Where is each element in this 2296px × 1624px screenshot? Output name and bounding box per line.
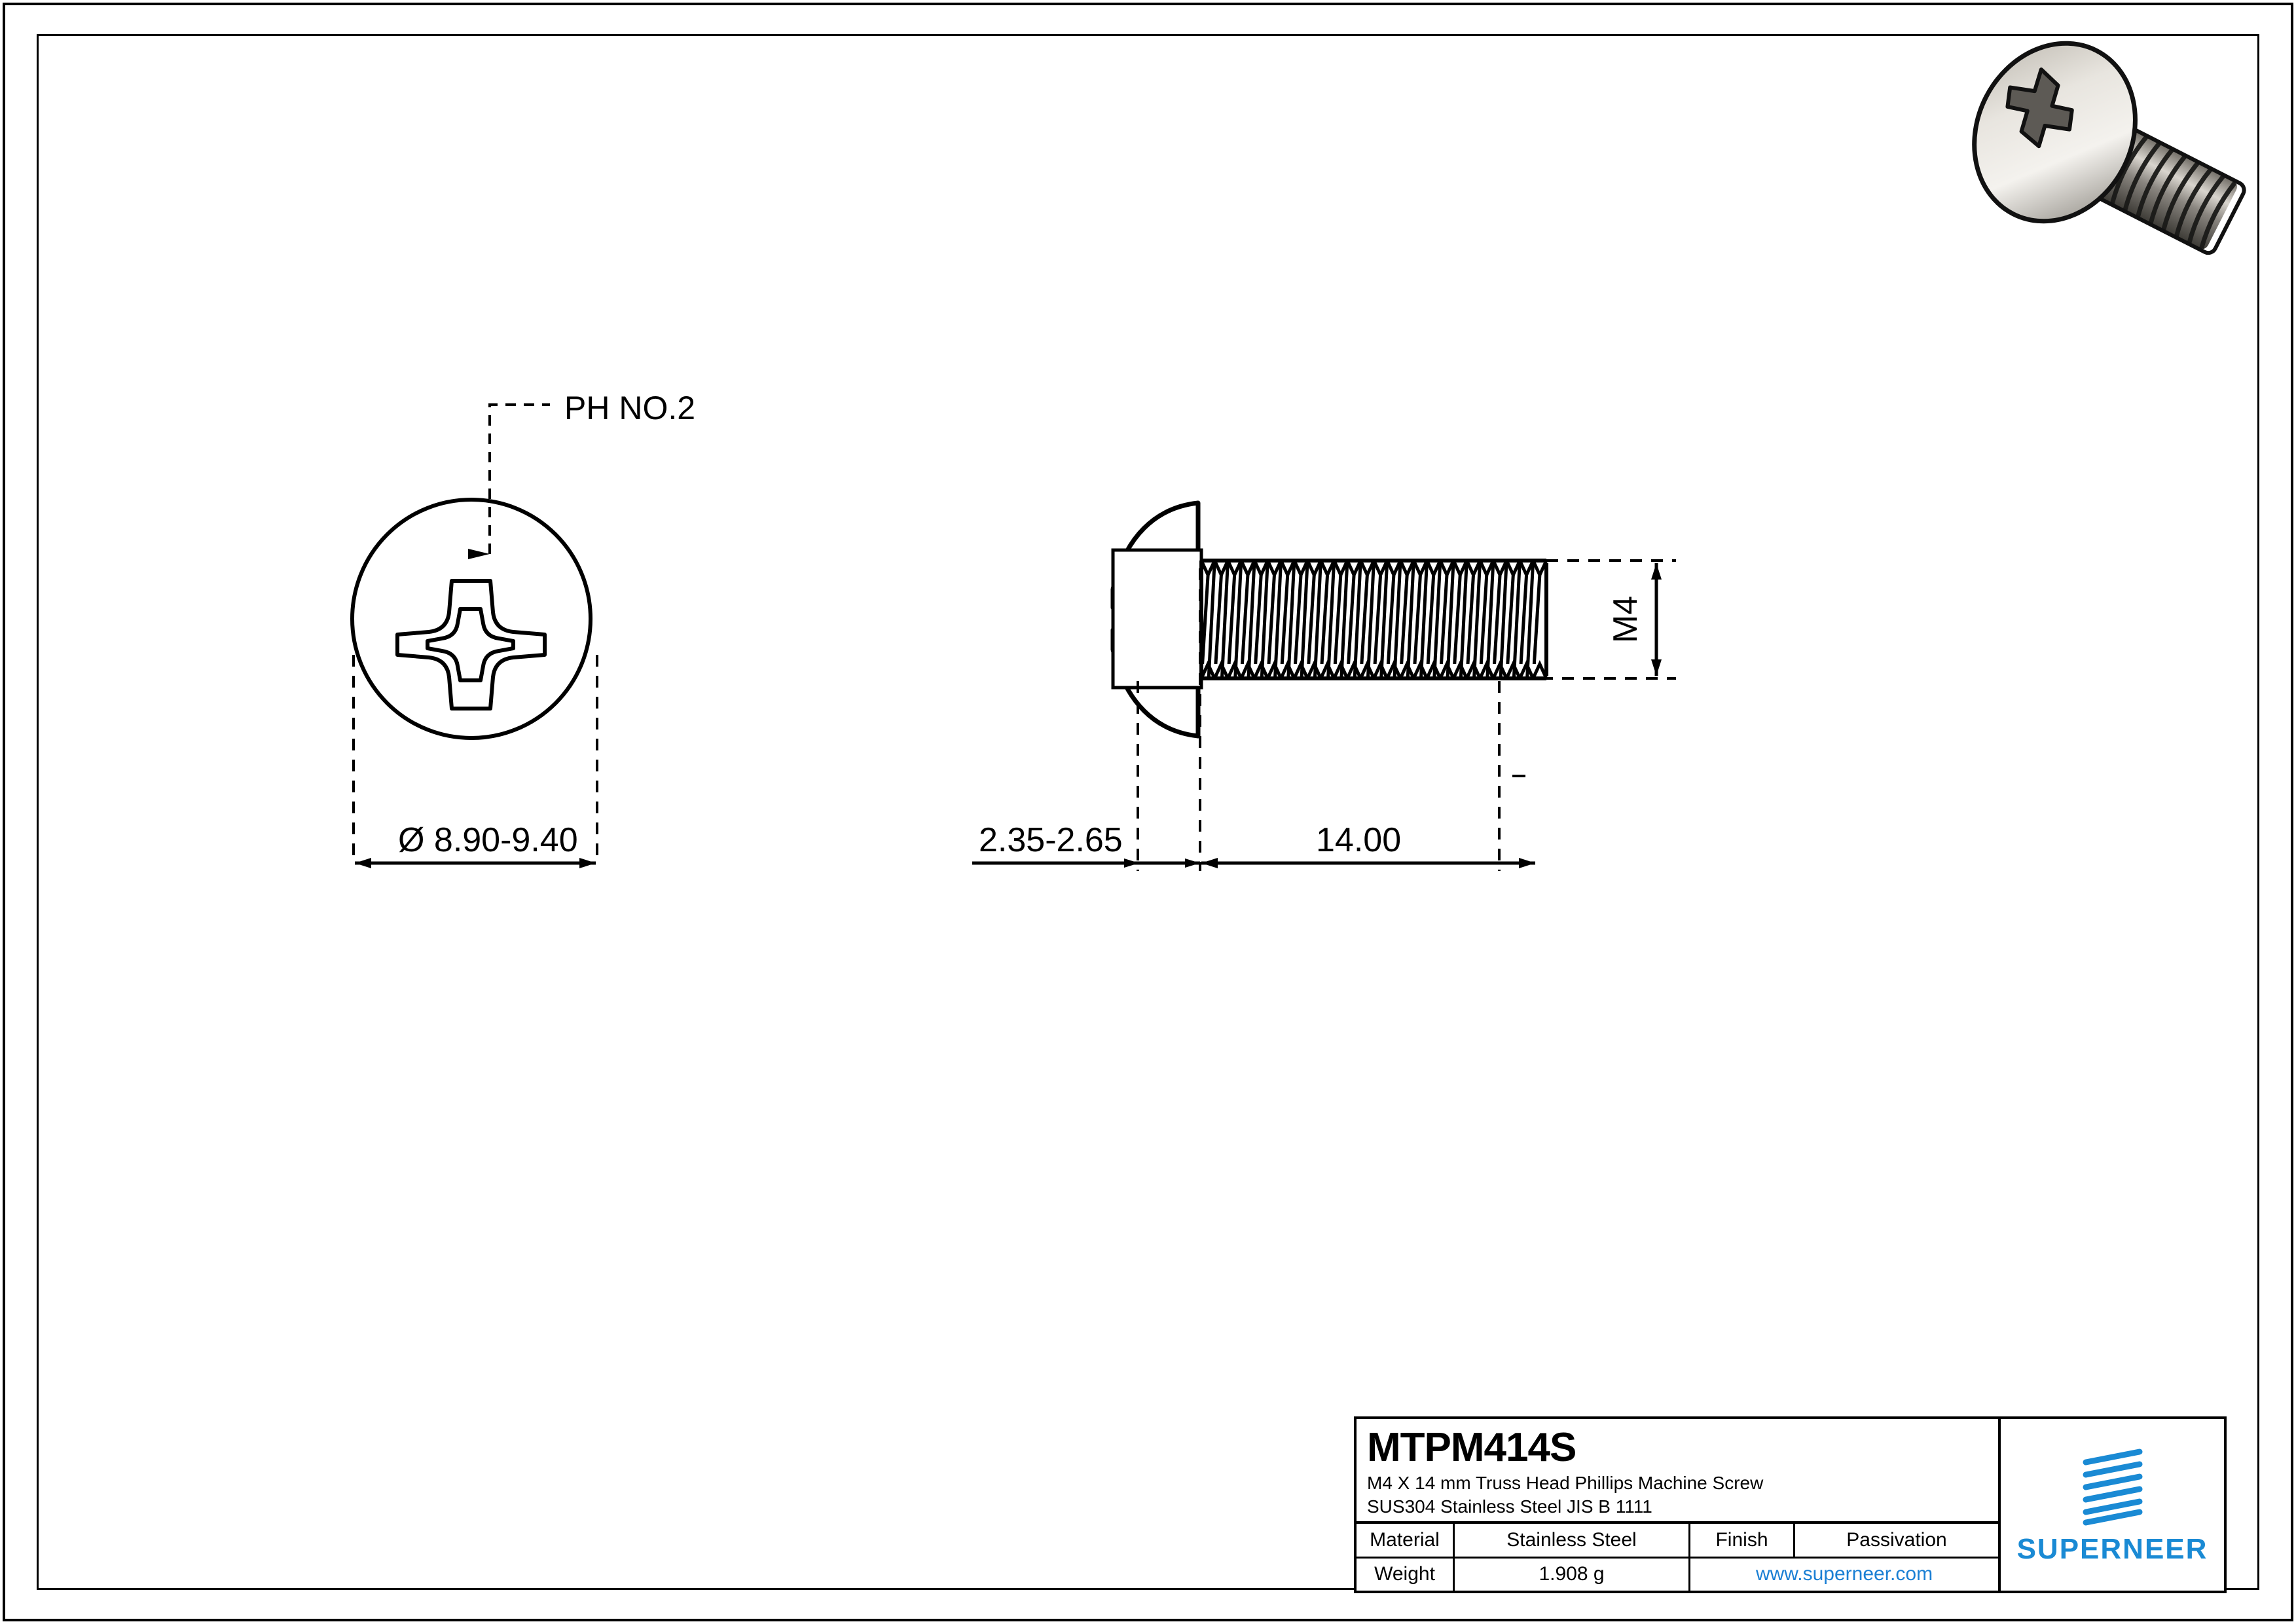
head-outline-circle	[350, 498, 592, 740]
head-height-dimension-text: 2.35-2.65	[979, 821, 1123, 859]
superneer-bars-icon	[2083, 1449, 2142, 1526]
diameter-dimension-text: Ø 8.90-9.40	[398, 821, 578, 859]
screw-3d-render	[1972, 41, 2246, 255]
sheet-inner-border	[37, 34, 2259, 1590]
title-block: MTPM414S M4 X 14 mm Truss Head Phillips …	[1354, 1416, 2227, 1593]
material-value: Stainless Steel	[1455, 1524, 1690, 1557]
weight-value: 1.908 g	[1455, 1558, 1690, 1591]
phillips-recess-icon	[395, 579, 547, 710]
material-label: Material	[1357, 1524, 1455, 1557]
m4-dimension-text: M4	[1607, 596, 1645, 643]
title-block-description: MTPM414S M4 X 14 mm Truss Head Phillips …	[1357, 1419, 1998, 1524]
side-view-group: M4 2.35-2.65 14.00	[972, 500, 1676, 871]
brand-name: SUPERNEER	[2016, 1533, 2208, 1565]
length-dimension-text: 14.00	[1316, 821, 1401, 859]
sheet-outer-border	[3, 3, 2293, 1621]
finish-label: Finish	[1690, 1524, 1795, 1557]
render-phillips-recess	[2005, 67, 2074, 149]
thread-profile	[1111, 548, 1548, 690]
website-link[interactable]: www.superneer.com	[1755, 1563, 1933, 1585]
description-line-2: SUS304 Stainless Steel JIS B 1111	[1367, 1496, 1652, 1517]
table-row: Material Stainless Steel Finish Passivat…	[1357, 1524, 1998, 1559]
title-block-spec-table: Material Stainless Steel Finish Passivat…	[1357, 1524, 1998, 1591]
brand-logo: SUPERNEER	[2001, 1419, 2224, 1591]
table-row: Weight 1.908 g www.superneer.com	[1357, 1558, 1998, 1591]
ph-callout-text: PH NO.2	[564, 390, 695, 426]
title-block-left: MTPM414S M4 X 14 mm Truss Head Phillips …	[1357, 1419, 2001, 1591]
ph-leader-line	[468, 403, 550, 559]
part-number: MTPM414S	[1367, 1425, 1576, 1470]
front-view-group: PH NO.2 Ø 8.90-9.40	[350, 390, 695, 868]
finish-value: Passivation	[1846, 1528, 1947, 1551]
render-head	[1972, 41, 2138, 224]
description-line-1: M4 X 14 mm Truss Head Phillips Machine S…	[1367, 1473, 1764, 1493]
weight-label: Weight	[1357, 1558, 1455, 1591]
